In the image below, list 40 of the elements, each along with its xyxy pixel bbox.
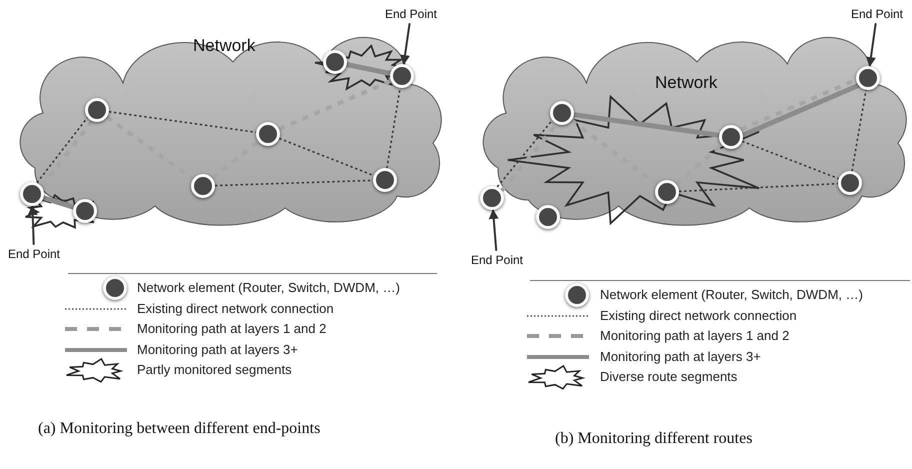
monitoring-path-solid xyxy=(571,112,722,138)
network-connection xyxy=(36,117,88,184)
figure-caption: (b) Monitoring different routes xyxy=(555,430,752,448)
cloud-label: Network xyxy=(193,36,256,56)
arrow xyxy=(488,209,499,251)
monitoring-path-dashed xyxy=(500,122,558,192)
figure-caption: (a) Monitoring between different end-points xyxy=(38,420,320,438)
monitoring-path-solid xyxy=(344,62,393,76)
legend-text: Network element (Router, Switch, DWDM, …) xyxy=(600,286,863,304)
network-connection xyxy=(496,120,553,188)
legend-text: Diverse route segments xyxy=(600,368,738,386)
end-point-label: End Point xyxy=(380,6,442,22)
end-point-label: End Point xyxy=(846,6,908,22)
legend-text: Existing direct network connection xyxy=(600,306,797,324)
network-connection xyxy=(108,110,256,134)
arrow xyxy=(400,23,410,66)
network-connection xyxy=(678,182,838,192)
end-point-label: End Point xyxy=(466,252,528,268)
legend-text: Monitoring path at layers 3+ xyxy=(137,340,298,358)
legend-text: Monitoring path at layers 3+ xyxy=(600,348,761,366)
network-element xyxy=(536,205,560,229)
network-element xyxy=(20,182,44,206)
legend-text: Monitoring path at layers 1 and 2 xyxy=(600,327,790,345)
monitoring-path-solid xyxy=(40,195,76,210)
network-element xyxy=(480,186,504,210)
monitoring-path-dashed xyxy=(278,78,392,132)
arrow xyxy=(28,205,38,245)
legend-text: Partly monitored segments xyxy=(137,361,292,379)
legend-text: Monitoring path at layers 1 and 2 xyxy=(137,320,326,338)
arrow xyxy=(866,23,877,68)
legend-text: Network element (Router, Switch, DWDM, …) xyxy=(137,279,400,297)
end-point-label: End Point xyxy=(3,246,65,262)
cloud-label: Network xyxy=(655,73,718,93)
legend-text: Existing direct network connection xyxy=(137,300,334,318)
network-connection xyxy=(742,140,840,180)
network-connection xyxy=(386,88,401,168)
network-connection xyxy=(214,180,374,186)
network-connection xyxy=(851,90,867,172)
monitoring-path-solid xyxy=(740,83,861,138)
network-connection xyxy=(278,138,374,176)
